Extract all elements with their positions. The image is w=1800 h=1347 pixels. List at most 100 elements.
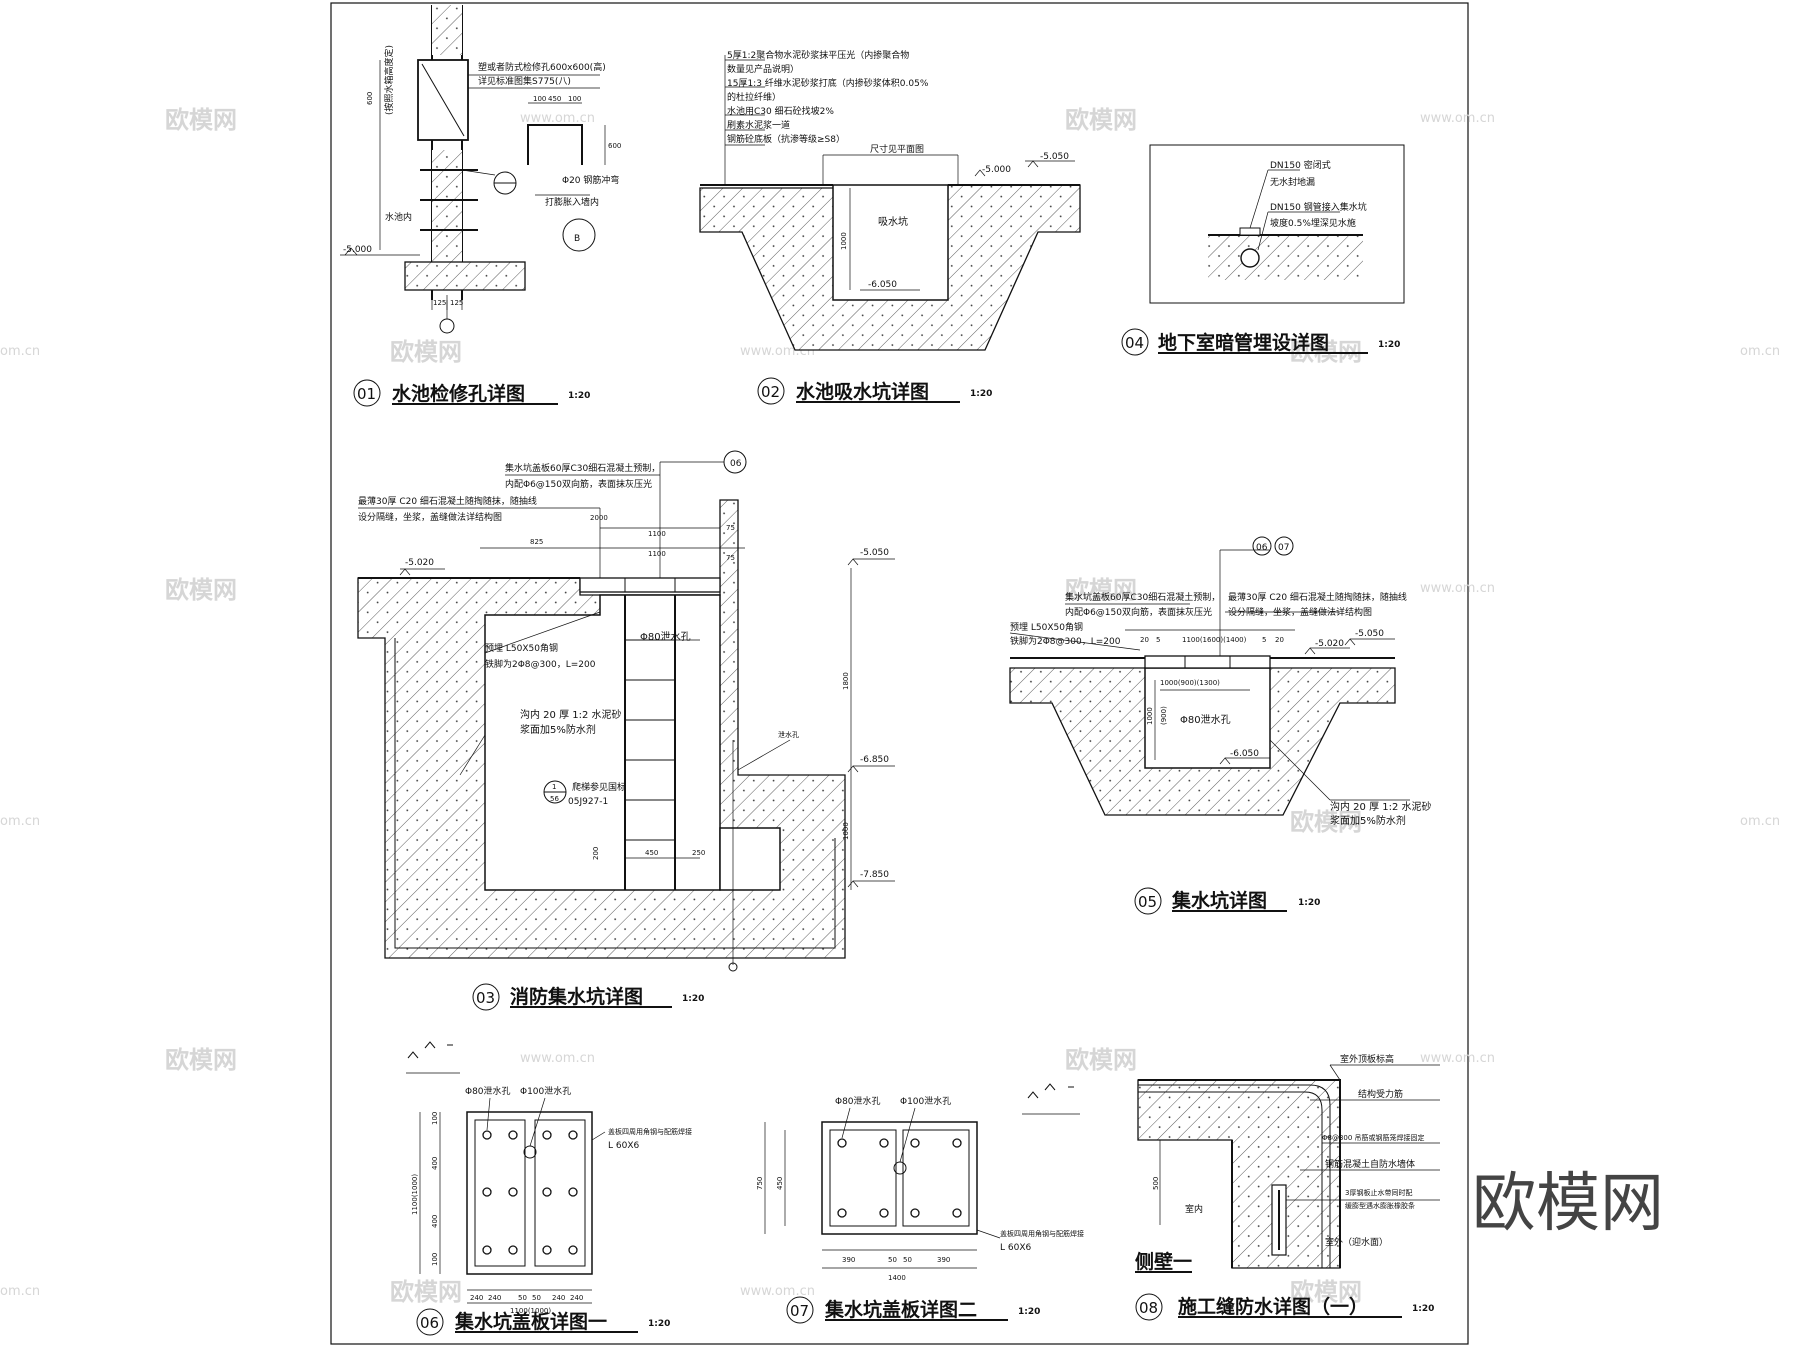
d05-note: 铁脚为2Φ8@300，L=200 bbox=[1010, 635, 1121, 647]
d08-note: 结构受力筋 bbox=[1358, 1088, 1403, 1100]
detail-04-buried-pipe: DN150 密闭式 无水封地漏 DN150 钢管接入集水坑 坡度0.5%埋深见水… bbox=[1121, 144, 1405, 356]
d07-dim: 50 bbox=[888, 1256, 897, 1264]
d01-dim: 600 bbox=[366, 92, 374, 105]
watermark-logo: 欧模网 bbox=[165, 106, 237, 134]
d06-dim: 240 bbox=[488, 1294, 501, 1302]
d06-dim: 400 bbox=[431, 1157, 439, 1170]
d02-level: -5.050 bbox=[1040, 152, 1069, 162]
d02-number: 02 bbox=[761, 383, 780, 401]
detail-03-fire-sump: 集水坑盖板60厚C30细石混凝土预制， 内配Φ6@150双向筋，表面抹灰压光 最… bbox=[357, 450, 895, 1011]
d03-dim: 450 bbox=[645, 849, 658, 857]
d05-dim: 5 bbox=[1262, 636, 1266, 644]
d03-label-ladder: 爬梯参见国标 bbox=[572, 781, 626, 793]
d05-label-hole: Φ80泄水孔 bbox=[1180, 713, 1231, 726]
d03-dim: 75 bbox=[726, 554, 735, 562]
d06-dim: 100 bbox=[431, 1253, 439, 1266]
d02-title: 水池吸水坑详图 bbox=[796, 380, 929, 403]
d04-scale: 1:20 bbox=[1378, 340, 1400, 350]
d03-dim: 1800 bbox=[842, 672, 850, 690]
d07-dim: 390 bbox=[842, 1256, 855, 1264]
d04-title: 地下室暗管埋设详图 bbox=[1158, 331, 1329, 354]
d03-dim: 75 bbox=[726, 524, 735, 532]
d01-dim: 100 bbox=[533, 95, 546, 103]
d08-scale: 1:20 bbox=[1412, 1304, 1434, 1314]
d04-number: 04 bbox=[1125, 334, 1144, 352]
d03-label-gap: 泄水孔 bbox=[778, 730, 799, 739]
d01-label-anchor: 打膨胀入墙内 bbox=[545, 196, 599, 208]
d08-note: 3厚钢板止水带同时配 bbox=[1345, 1188, 1412, 1197]
d05-level: -6.050 bbox=[1230, 749, 1259, 759]
d02-dim: 1000 bbox=[840, 232, 848, 250]
d01-dim: 100 bbox=[568, 95, 581, 103]
d08-note: 室外顶板标高 bbox=[1340, 1053, 1394, 1065]
d06-dim: 100 bbox=[431, 1112, 439, 1125]
watermark-url: om.cn bbox=[1740, 814, 1780, 829]
d01-scale: 1:20 bbox=[568, 391, 590, 401]
d06-dim: 50 bbox=[532, 1294, 541, 1302]
watermark-url: www.om.cn bbox=[1420, 1051, 1495, 1066]
watermark-url: om.cn bbox=[0, 1284, 40, 1299]
d05-note: 集水坑盖板60厚C30细石混凝土预制， bbox=[1065, 591, 1220, 603]
watermarks: 欧模网 www.om.cn 欧模网 www.om.cn om.cn 欧模网 ww… bbox=[0, 106, 1780, 1306]
d07-note-size: L 60X6 bbox=[1000, 1243, 1031, 1253]
d06-dim: 240 bbox=[570, 1294, 583, 1302]
detail-08-joint-waterproof: 室外顶板标高 结构受力筋 Φ8@300 吊筋或钢筋笼焊接固定 钢筋混凝土自防水墙… bbox=[1135, 1053, 1440, 1321]
d06-dim-left-total: 1100(1000) bbox=[411, 1174, 419, 1215]
d03-sheet-bot: 56 bbox=[550, 795, 559, 803]
watermark-logo: 欧模网 bbox=[390, 1278, 462, 1306]
d02-note: 15厚1:3 纤维水泥砂浆打底（内掺砂浆体积0.05% bbox=[727, 77, 929, 89]
d03-label-embed: 预埋 L50X50角钢 bbox=[485, 642, 558, 654]
detail-07-cover-plate-2: Φ80泄水孔 Φ100泄水孔 盖板四周用角钢与配筋焊接 L 60X6 390 5… bbox=[756, 1083, 1084, 1324]
d06-dim: 50 bbox=[518, 1294, 527, 1302]
detail-06-cover-plate-1: Φ80泄水孔 Φ100泄水孔 盖板四周用角钢与配筋焊接 L 60X6 240 2… bbox=[406, 1041, 692, 1336]
d05-dim: 20 bbox=[1140, 636, 1149, 644]
d08-note: 缓膨型遇水膨胀橡胶条 bbox=[1345, 1201, 1415, 1210]
d07-dim-overall: 1400 bbox=[888, 1274, 906, 1282]
d03-scale: 1:20 bbox=[682, 994, 704, 1004]
d01-dim: 125 bbox=[450, 299, 463, 307]
d05-dim-top: 1100(1600)(1400) bbox=[1182, 636, 1247, 644]
watermark-logo: 欧模网 bbox=[1065, 1046, 1137, 1074]
d02-level: -6.050 bbox=[868, 280, 897, 290]
d03-level: -7.850 bbox=[860, 870, 889, 880]
d03-dim: 1000 bbox=[842, 822, 850, 840]
d03-sheet-top: 1 bbox=[552, 783, 556, 791]
d08-dim: 500 bbox=[1152, 1177, 1160, 1190]
d01-dim: 125 bbox=[433, 299, 446, 307]
d08-label-side: 侧壁一 bbox=[1135, 1250, 1192, 1273]
d05-ref: 07 bbox=[1278, 543, 1289, 553]
d06-dim: 400 bbox=[431, 1215, 439, 1228]
d05-dim: 5 bbox=[1156, 636, 1160, 644]
d03-label-lining: 沟内 20 厚 1:2 水泥砂 bbox=[520, 708, 622, 721]
d02-note: 数量见产品说明） bbox=[727, 63, 799, 75]
watermark-logo: 欧模网 bbox=[1065, 576, 1137, 604]
d03-dim: 825 bbox=[530, 538, 543, 546]
d03-dim: 1100 bbox=[648, 550, 666, 558]
d01-side-text: (按照水箱高度定) bbox=[383, 45, 395, 115]
d02-label-pit: 吸水坑 bbox=[878, 215, 908, 228]
watermark-logo: 欧模网 bbox=[1065, 106, 1137, 134]
watermark-url: om.cn bbox=[0, 814, 40, 829]
d05-note: 预埋 L50X50角钢 bbox=[1010, 621, 1083, 633]
d02-scale: 1:20 bbox=[970, 389, 992, 399]
d02-note: 水池用C30 细石砼找坡2% bbox=[727, 105, 834, 117]
d07-dim: 450 bbox=[776, 1177, 784, 1190]
d03-level: -6.850 bbox=[860, 755, 889, 765]
d01-note-2: 详见标准图集S775(八) bbox=[478, 75, 571, 87]
d03-note: 设分隔缝，坐浆，盖缝做法详结构图 bbox=[358, 511, 502, 523]
d08-note: Φ8@300 吊筋或钢筋笼焊接固定 bbox=[1322, 1133, 1425, 1142]
d05-dim-v2: (900) bbox=[1160, 706, 1168, 725]
d04-note: DN150 密闭式 bbox=[1270, 159, 1331, 171]
watermark-logo: 欧模网 bbox=[1290, 808, 1362, 836]
d02-level: -5.000 bbox=[982, 165, 1011, 175]
d06-note-hole100: Φ100泄水孔 bbox=[520, 1085, 571, 1097]
d03-dim: 200 bbox=[592, 847, 600, 860]
watermark-url: www.om.cn bbox=[740, 1284, 815, 1299]
d06-dim: 240 bbox=[470, 1294, 483, 1302]
d08-label-outside: 室外（迎水面） bbox=[1325, 1236, 1388, 1248]
d03-note: 集水坑盖板60厚C30细石混凝土预制， bbox=[505, 462, 660, 474]
d01-dim: 450 bbox=[548, 95, 561, 103]
d01-label-bar: Φ20 钢筋冲弯 bbox=[562, 174, 619, 186]
d03-level: -5.020 bbox=[405, 558, 434, 568]
